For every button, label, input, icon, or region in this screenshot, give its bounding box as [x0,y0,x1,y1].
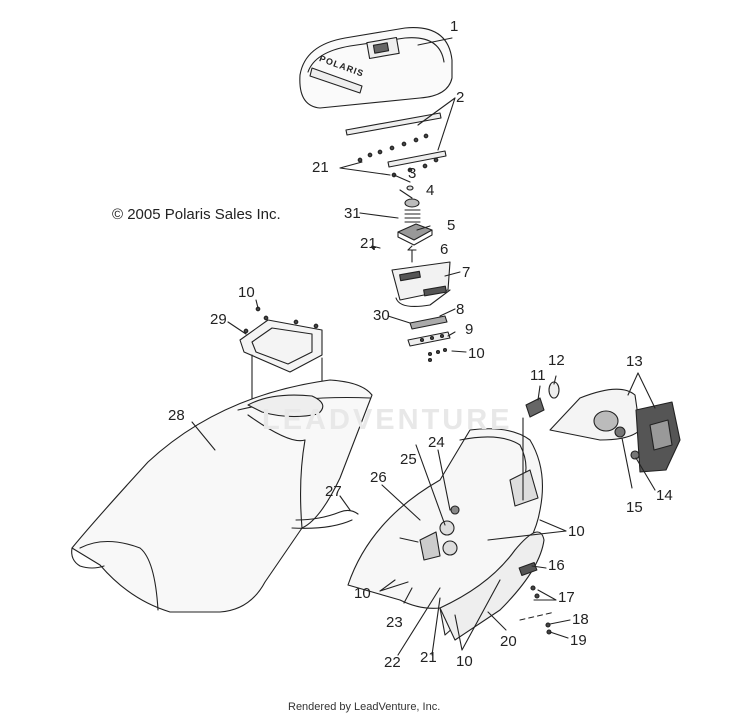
callout-7: 7 [462,264,471,281]
callout-21-upper: 21 [312,159,329,176]
callout-24: 24 [428,434,445,451]
callout-9: 9 [465,321,474,338]
seat-bracket-part [239,306,323,373]
bulb-socket-part [522,381,560,501]
callout-14: 14 [656,487,673,504]
rear-fender-part [347,428,545,641]
callout-11: 11 [530,367,546,384]
callout-10-bracket: 10 [238,284,255,301]
callout-19: 19 [570,632,587,649]
callout-16: 16 [548,557,565,574]
callout-25: 25 [400,451,417,468]
callout-30: 30 [373,307,390,324]
callout-15: 15 [626,499,643,516]
watermark-text: LEADVENTURE [262,404,513,436]
mounting-strips-part [345,112,447,168]
callout-23: 23 [386,614,403,631]
footer-credit: Rendered by LeadVenture, Inc. [288,701,441,713]
callout-2: 2 [456,89,465,106]
callout-10-lower: 10 [456,653,473,670]
callout-10-lower-left: 10 [354,585,371,602]
latch-stack-part [371,185,433,263]
callout-20: 20 [500,633,517,650]
tail-light-part [549,388,681,473]
callout-21-middle: 21 [360,235,377,252]
cable-part [291,509,359,529]
callout-4: 4 [426,182,435,199]
callout-22: 22 [384,654,401,671]
callout-10-hinge: 10 [468,345,485,362]
callout-1: 1 [450,18,459,35]
callout-12: 12 [548,352,565,369]
callout-17: 17 [558,589,575,606]
callout-3: 3 [408,165,417,182]
callout-27: 27 [325,483,342,500]
hinge-part [407,315,451,363]
callout-10-fender: 10 [568,523,585,540]
callout-18: 18 [572,611,589,628]
callout-28: 28 [168,407,185,424]
copyright-notice: © 2005 Polaris Sales Inc. [112,206,281,223]
callout-8: 8 [456,301,465,318]
callout-26: 26 [370,469,387,486]
callout-13: 13 [626,353,643,370]
storage-cover-part [299,27,453,109]
callout-5: 5 [447,217,456,234]
callout-6: 6 [440,241,449,258]
leader-lines [191,37,656,656]
callout-29: 29 [210,311,227,328]
latch-plate-part [391,261,451,307]
screws-21-part [357,133,439,178]
callout-31: 31 [344,205,361,222]
callout-21-lower: 21 [420,649,437,666]
seat-part [71,379,373,613]
